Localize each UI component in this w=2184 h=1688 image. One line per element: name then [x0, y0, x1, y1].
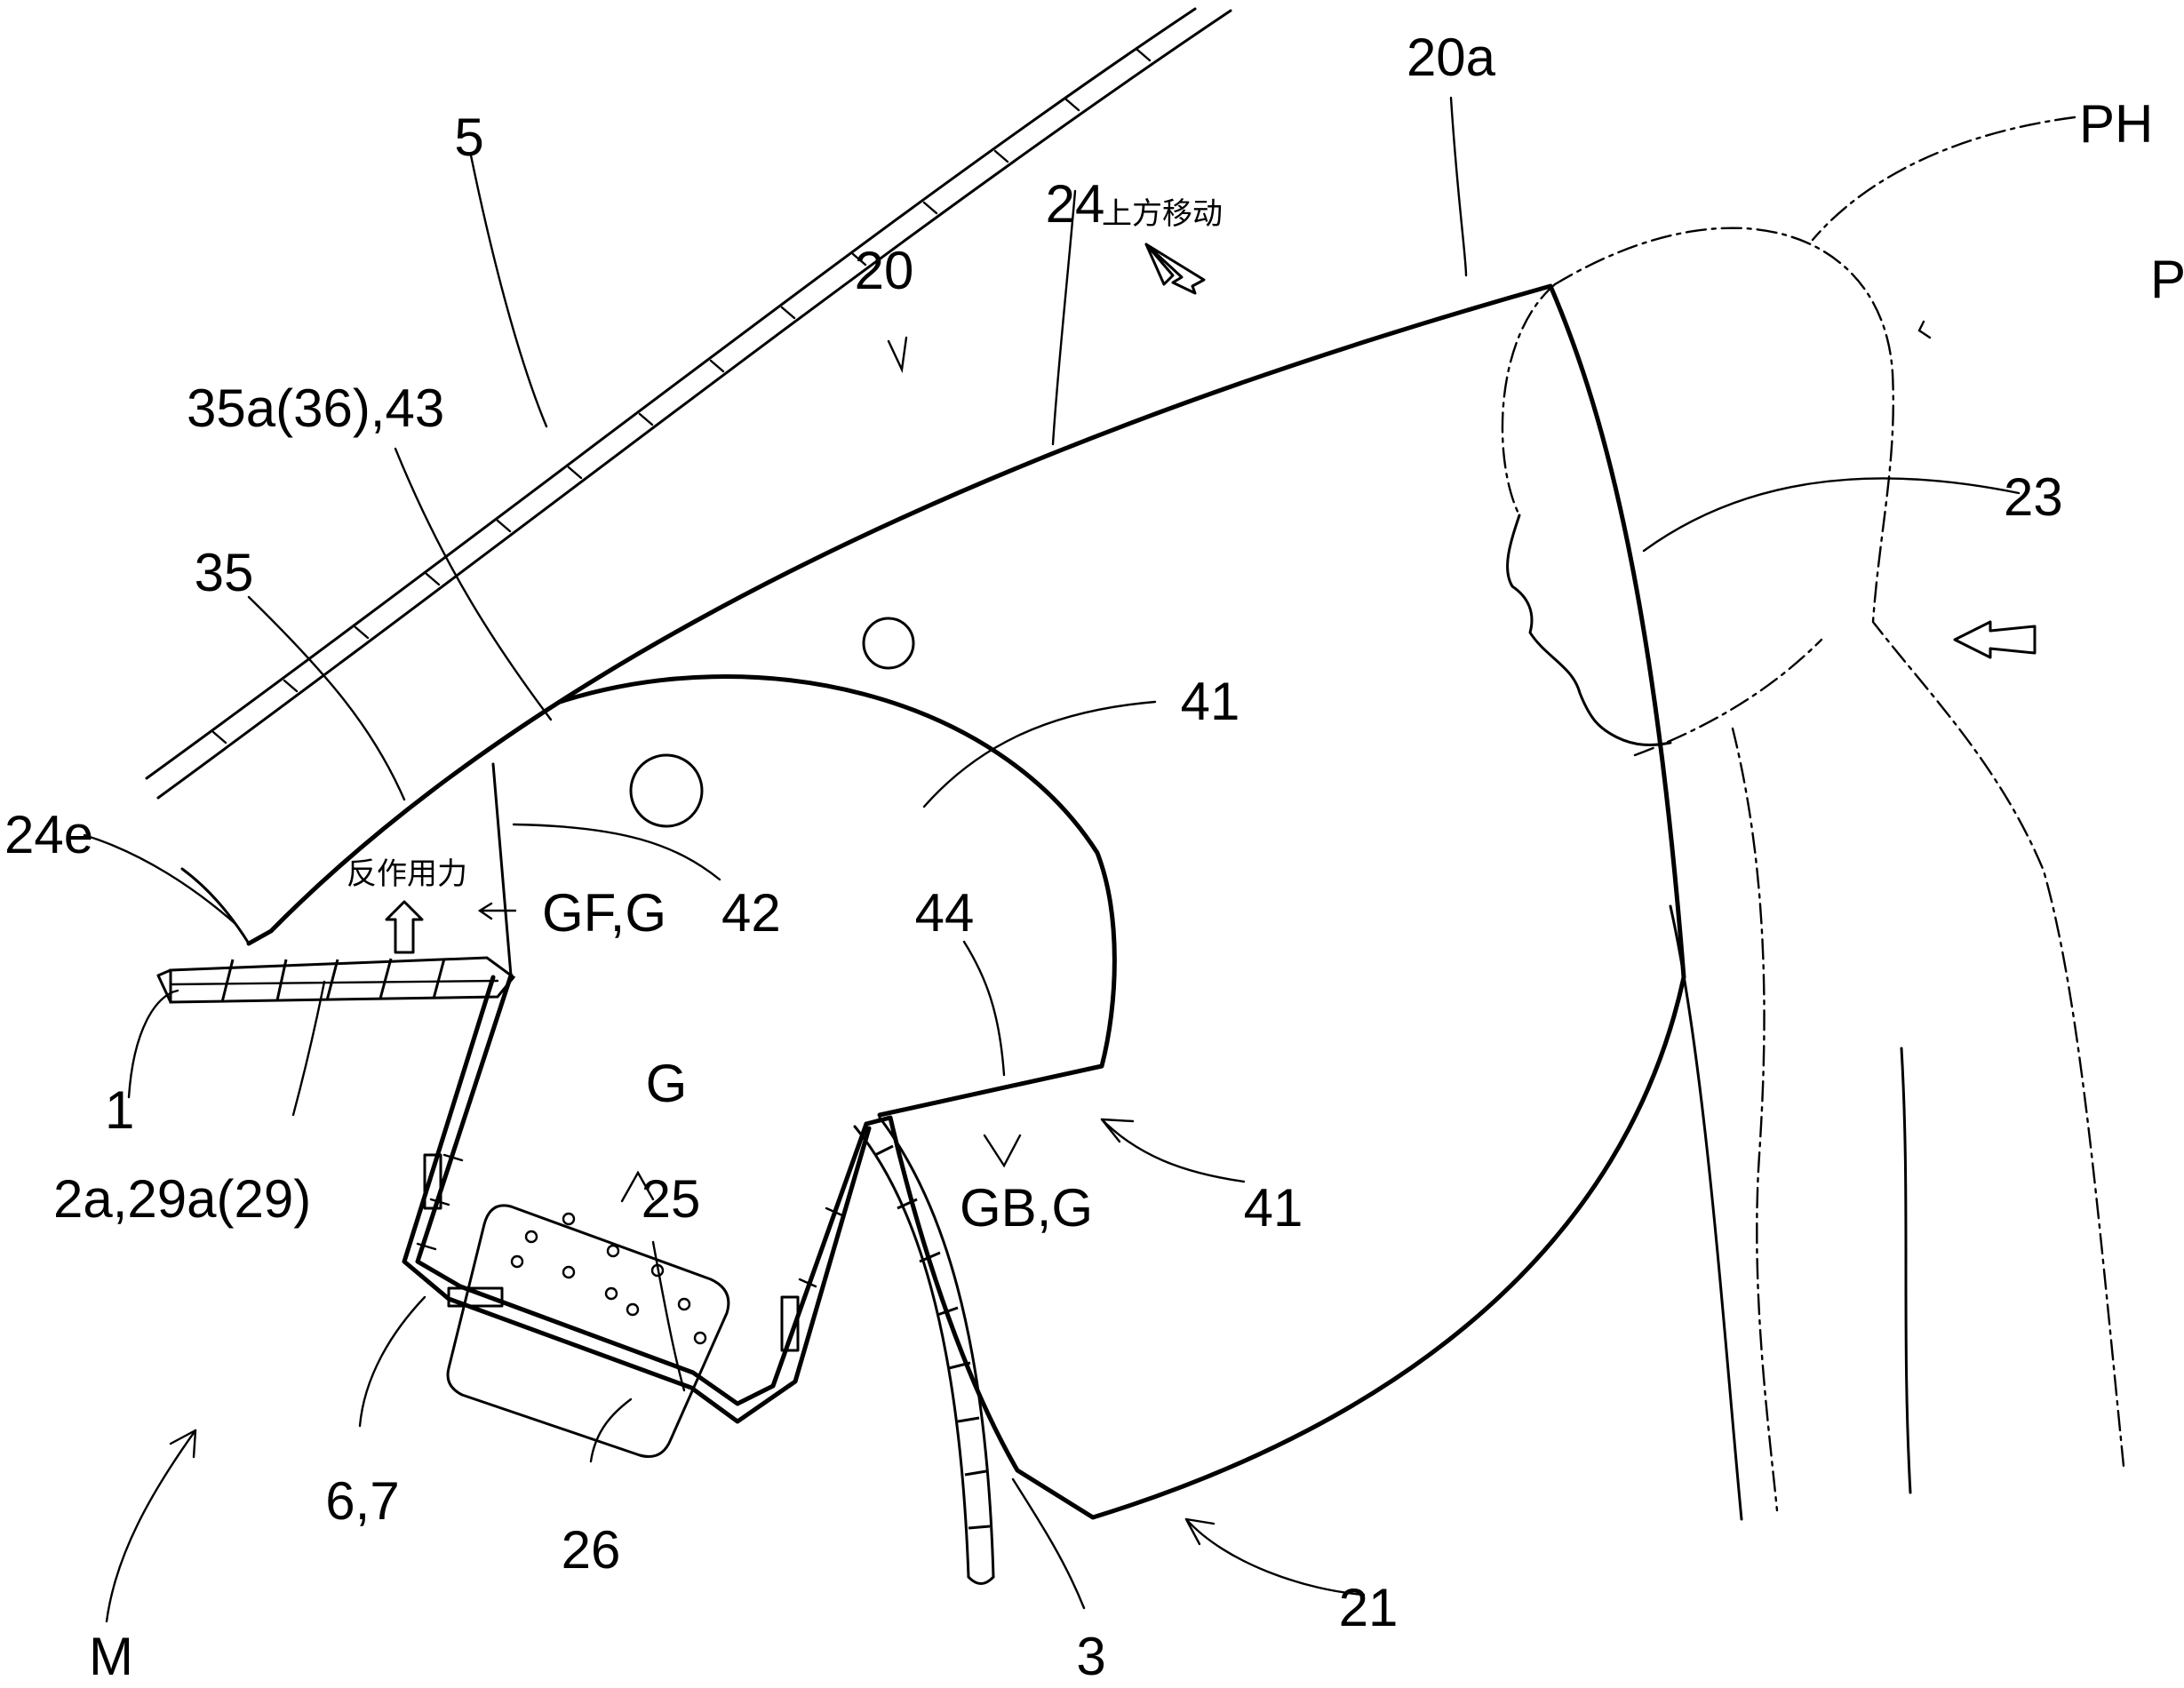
label-44: 44	[915, 883, 975, 943]
label-24e: 24e	[4, 805, 93, 864]
vent-hole-small	[862, 617, 915, 670]
arrowheads	[169, 243, 2037, 1546]
windshield	[145, 7, 1232, 800]
label-21: 21	[1339, 1578, 1399, 1637]
label-35: 35	[195, 543, 254, 602]
label-41-upper: 41	[1181, 672, 1240, 731]
label-20a: 20a	[1407, 28, 1496, 87]
label-23: 23	[2004, 467, 2063, 527]
label-3: 3	[1076, 1627, 1105, 1686]
label-GF-G: GF,G	[542, 883, 666, 943]
inflator	[446, 1204, 730, 1458]
label-41-lower: 41	[1244, 1178, 1303, 1238]
label-24: 24	[1046, 174, 1105, 234]
label-PH: PH	[2079, 94, 2153, 154]
label-35a: 35a(36),43	[187, 378, 444, 438]
label-G: G	[646, 1054, 688, 1113]
occupant	[1501, 227, 2125, 1521]
label-upward-move: 上方移动	[1102, 196, 1223, 232]
vent-hole-large	[629, 753, 704, 828]
label-6-7: 6,7	[325, 1471, 399, 1531]
label-2a: 2a,29a(29)	[53, 1169, 311, 1229]
airbag-case	[402, 973, 872, 1424]
label-42: 42	[721, 883, 781, 943]
label-GB-G: GB,G	[960, 1178, 1093, 1238]
leader-lines	[83, 96, 2076, 1623]
label-20: 20	[855, 241, 914, 300]
label-1: 1	[105, 1080, 134, 1140]
label-P: P	[2150, 250, 2184, 309]
label-M: M	[89, 1627, 133, 1686]
labels: 5 20a PH P 24 上方移动 20 35a(36),43 23 35 4…	[4, 28, 2184, 1686]
label-reaction-force: 反作用力	[347, 856, 467, 892]
label-5: 5	[454, 107, 483, 167]
dashboard-panel	[156, 956, 516, 1004]
airbag-main	[180, 283, 1686, 1520]
label-26: 26	[562, 1520, 621, 1580]
label-25: 25	[642, 1169, 701, 1229]
inflator-holes	[510, 1212, 707, 1345]
